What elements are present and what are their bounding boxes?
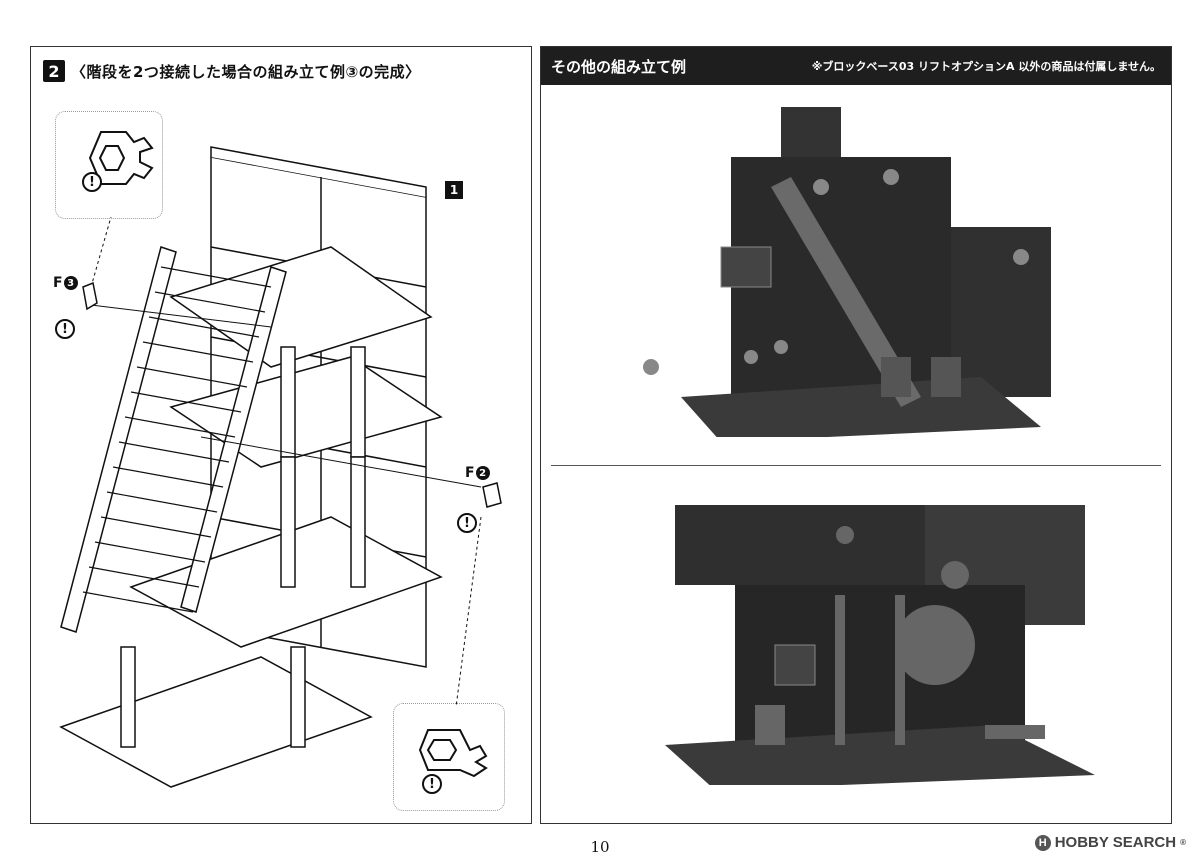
assembly-label-one: 1 xyxy=(445,181,463,199)
warning-icon: ! xyxy=(82,172,102,192)
example-photos-panel: その他の組み立て例 ※ブロックベース03 リフトオプションA 以外の商品は付属し… xyxy=(540,46,1172,824)
example-title: その他の組み立て例 xyxy=(551,57,687,76)
step-number-badge: 2 xyxy=(43,60,65,82)
part-number-badge: 3 xyxy=(63,276,78,290)
part-number-badge: 2 xyxy=(475,466,490,480)
hobby-search-logo-icon: H xyxy=(1034,834,1051,851)
photo-lift-example xyxy=(665,505,1105,785)
part-detail-bubble-bottom: ! xyxy=(393,703,505,811)
registered-mark: ® xyxy=(1180,838,1186,847)
example-note: ※ブロックベース03 リフトオプションA 以外の商品は付属しません。 xyxy=(811,60,1161,73)
step-title: 〈階段を2つ接続した場合の組み立て例③の完成〉 xyxy=(71,62,421,81)
watermark-text: HOBBY SEARCH xyxy=(1054,834,1177,851)
step-header: 2 〈階段を2つ接続した場合の組み立て例③の完成〉 xyxy=(43,59,421,83)
example-header: その他の組み立て例 ※ブロックベース03 リフトオプションA 以外の商品は付属し… xyxy=(541,47,1171,85)
part-letter: F xyxy=(53,275,63,291)
section-divider xyxy=(551,465,1161,466)
warning-icon: ! xyxy=(55,319,75,339)
connector-part-icon xyxy=(418,729,488,778)
photo-stair-tower-example xyxy=(631,97,1051,437)
warning-icon: ! xyxy=(422,774,442,794)
part-letter: F xyxy=(465,465,475,481)
page-number: 10 xyxy=(590,838,610,856)
connector-part-icon xyxy=(88,131,154,185)
part-detail-bubble-top: ! xyxy=(55,111,163,219)
watermark: H HOBBY SEARCH ® xyxy=(1034,834,1186,851)
warning-icon: ! xyxy=(457,513,477,533)
